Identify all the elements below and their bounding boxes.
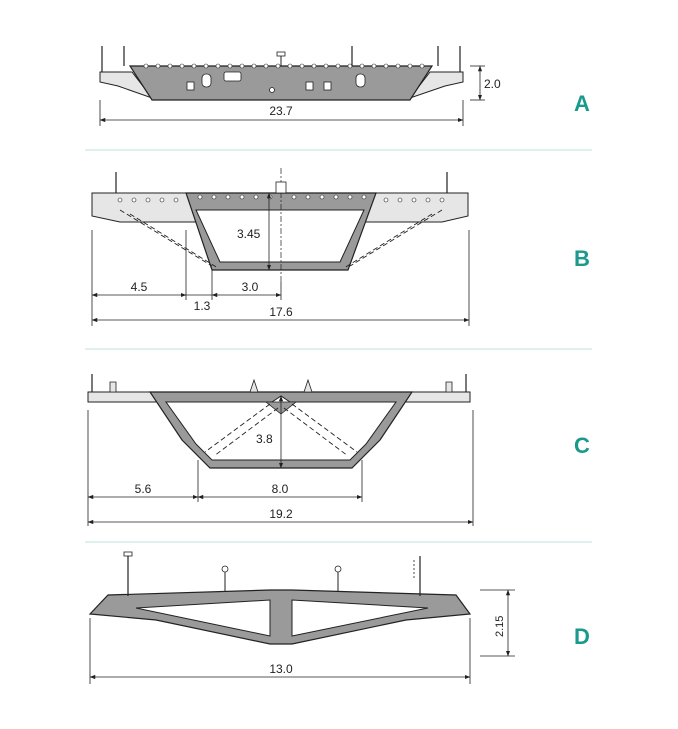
section-c-height-dim: 3.8: [256, 432, 273, 446]
section-b-dim-a: 4.5: [131, 280, 148, 294]
section-b-dim-b: 1.3: [194, 299, 211, 313]
section-a: [99, 46, 485, 126]
section-c-dim-b: 8.0: [272, 482, 289, 496]
section-d-height-dim: 2.15: [494, 616, 506, 637]
section-d-label: D: [574, 624, 590, 649]
section-a-height-dim: 2.0: [484, 77, 501, 91]
section-b: [91, 168, 470, 326]
section-b-total-dim: 17.6: [269, 305, 293, 319]
section-c-label: C: [574, 433, 590, 458]
section-c-total-dim: 19.2: [269, 507, 293, 521]
section-a-width-dim: 23.7: [269, 104, 293, 118]
section-b-height-dim: 3.45: [237, 227, 261, 241]
section-a-label: A: [574, 91, 590, 116]
section-c-dim-a: 5.6: [135, 482, 152, 496]
section-d-total-dim: 13.0: [269, 662, 293, 676]
section-b-label: B: [574, 246, 590, 271]
section-c: [87, 374, 474, 526]
section-b-dim-c: 3.0: [242, 280, 259, 294]
section-d: [88, 551, 515, 684]
